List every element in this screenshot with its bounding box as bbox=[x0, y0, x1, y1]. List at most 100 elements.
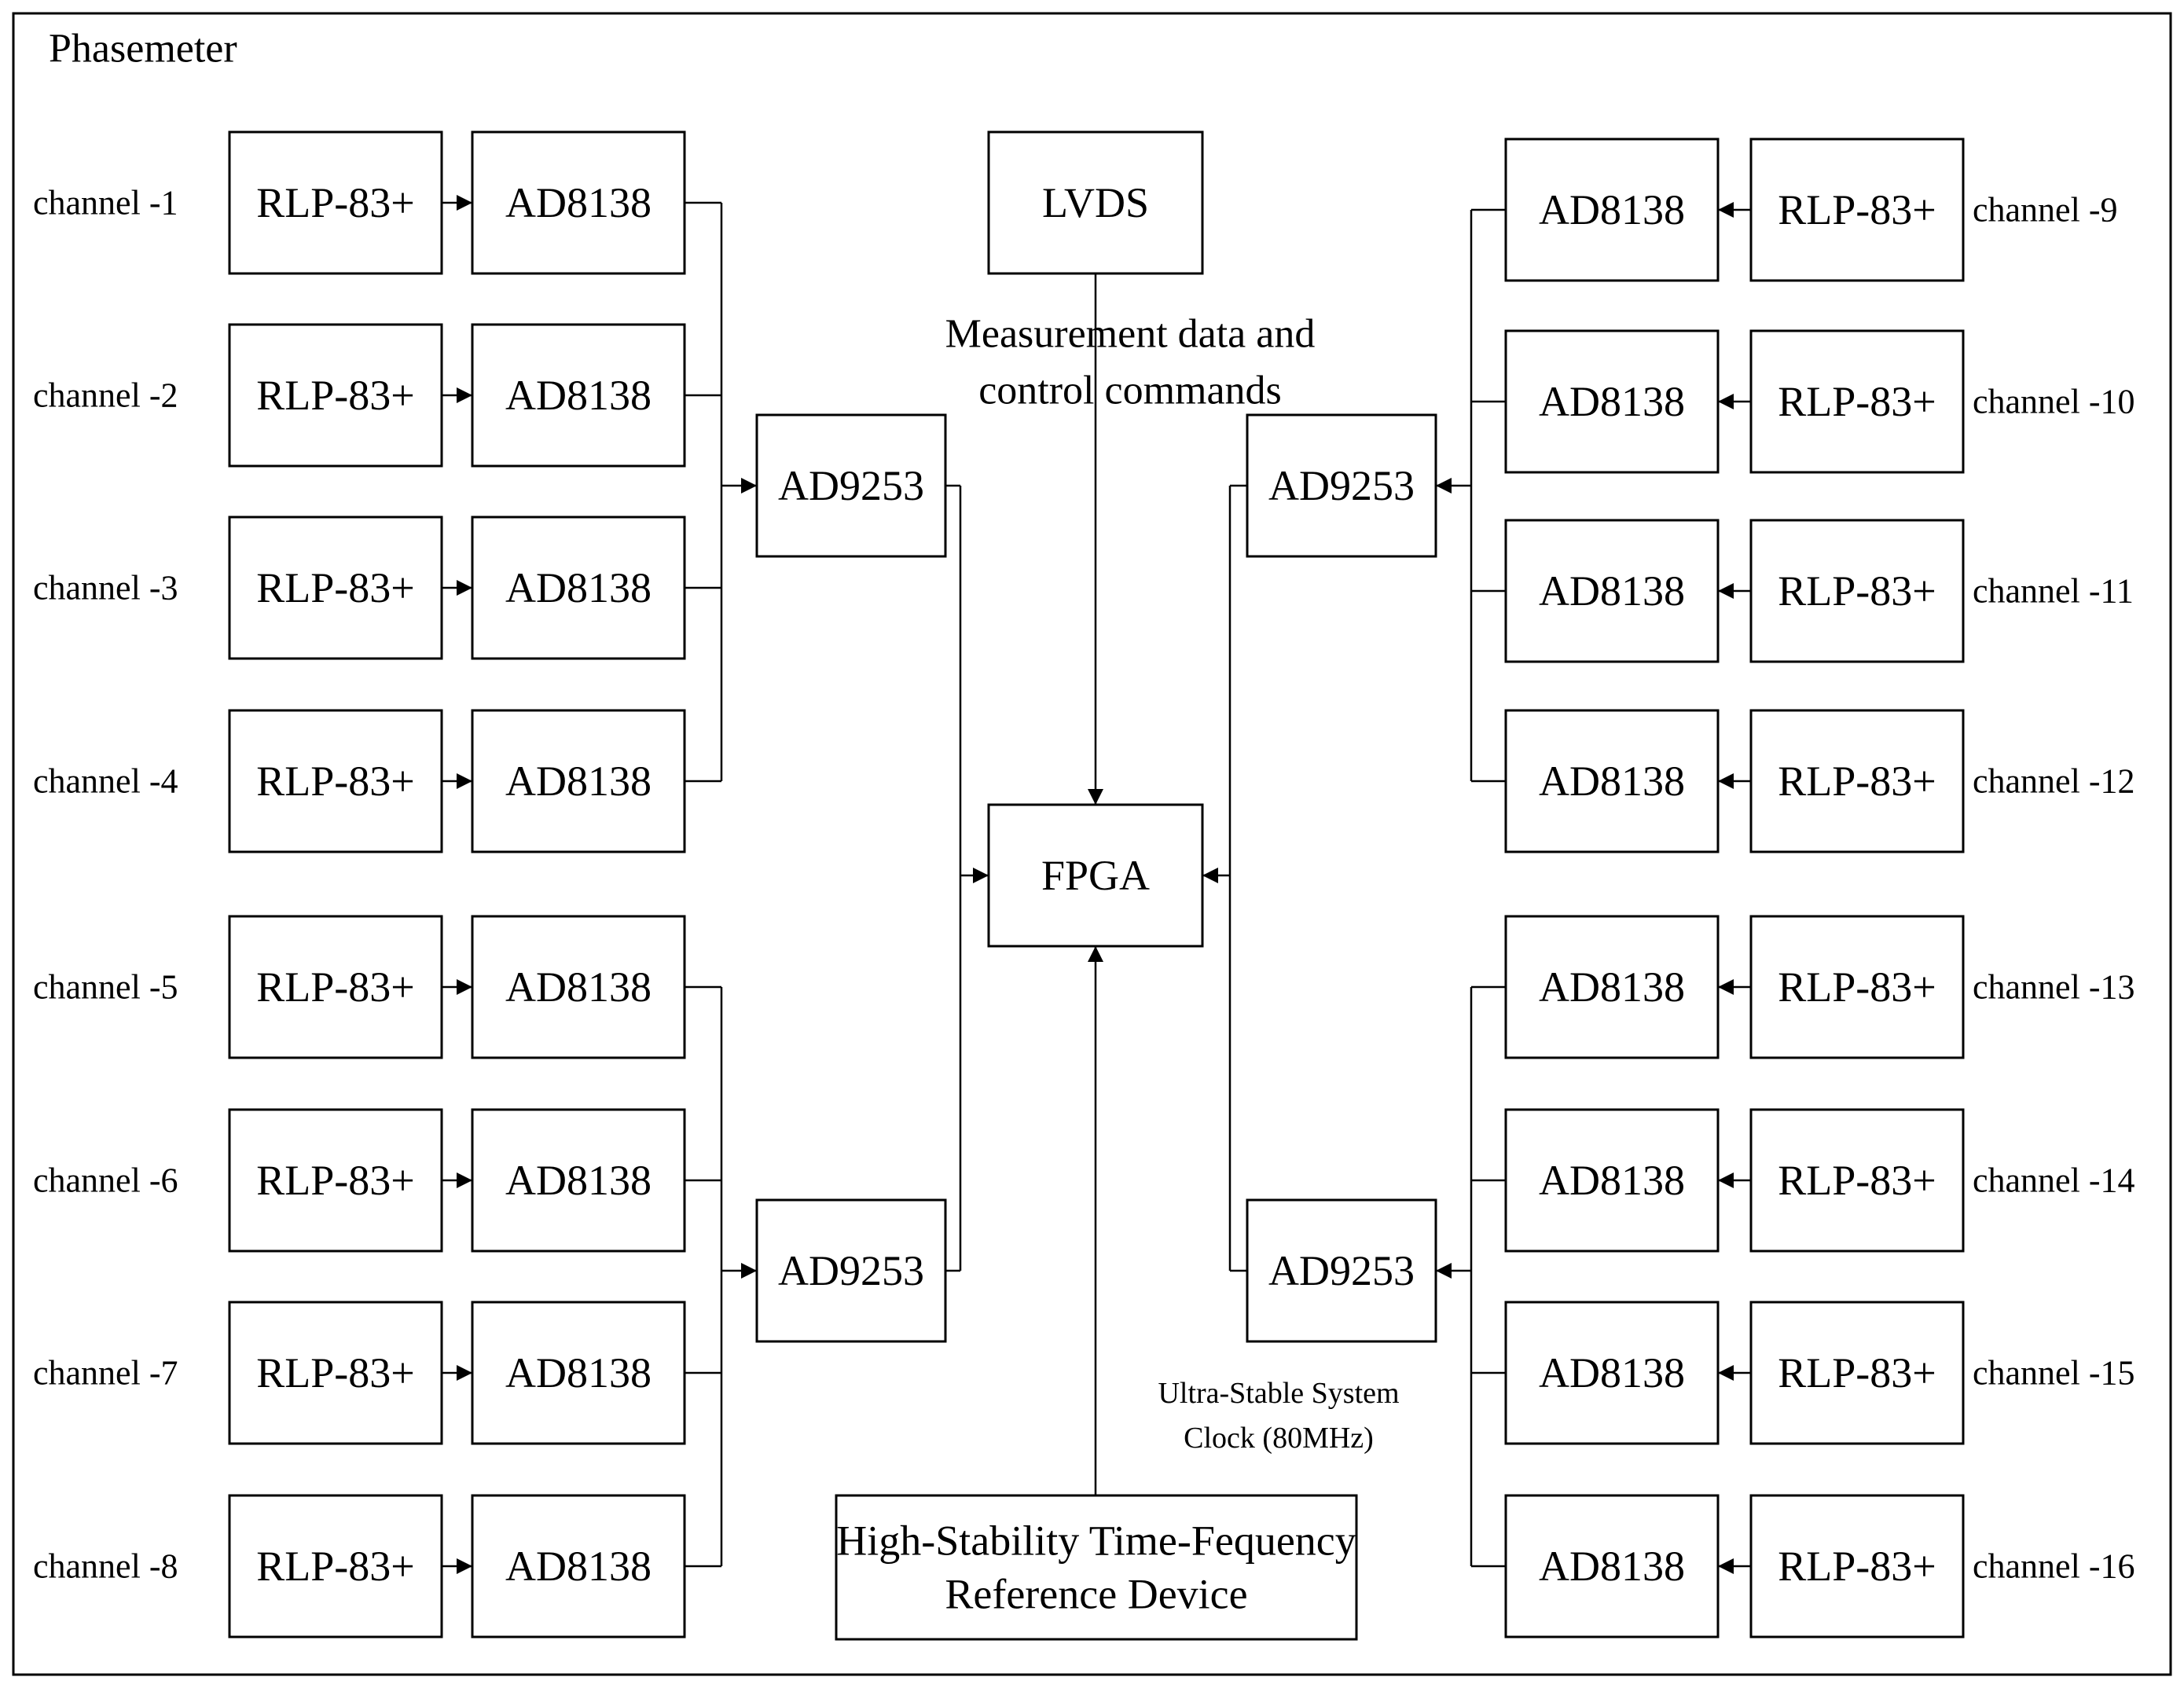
right-filter-10-outline bbox=[1749, 329, 1965, 474]
channel-label-15: channel -15 bbox=[1973, 1354, 2134, 1393]
left-driver-1: AD8138 bbox=[471, 130, 686, 275]
left-filter-6: RLP-83+ bbox=[228, 1108, 443, 1253]
fpga-block-label: FPGA bbox=[1041, 852, 1150, 899]
right-filter-10: RLP-83+ bbox=[1749, 329, 1965, 474]
right-driver-12-label: AD8138 bbox=[1539, 758, 1685, 805]
right-driver-16-label: AD8138 bbox=[1539, 1543, 1685, 1590]
left-filter-7: RLP-83+ bbox=[228, 1301, 443, 1445]
left-driver-7: AD8138 bbox=[471, 1301, 686, 1445]
left-filter-1: RLP-83+ bbox=[228, 130, 443, 275]
lvds-link-label-line1: Measurement data and bbox=[945, 312, 1316, 357]
lvds-block: LVDS bbox=[987, 130, 1204, 275]
right-driver-11-outline bbox=[1504, 519, 1720, 663]
left-driver-8-label: AD8138 bbox=[505, 1543, 652, 1590]
right-driver-15: AD8138 bbox=[1504, 1301, 1720, 1445]
right-filter-11-outline bbox=[1749, 519, 1965, 663]
lvds-link-annotation: Measurement data and control commands bbox=[945, 312, 1316, 413]
left-filter-1-outline bbox=[228, 130, 443, 275]
right-driver-13-label: AD8138 bbox=[1539, 963, 1685, 1011]
left-driver-7-outline bbox=[471, 1301, 686, 1445]
left-driver-4-label: AD8138 bbox=[505, 758, 652, 805]
right-adc-top-label: AD9253 bbox=[1268, 462, 1415, 509]
right-filter-14: RLP-83+ bbox=[1749, 1108, 1965, 1253]
right-driver-16: AD8138 bbox=[1504, 1494, 1720, 1638]
channel-label-12: channel -12 bbox=[1973, 762, 2134, 801]
left-driver-1-outline bbox=[471, 130, 686, 275]
left-filter-2-outline bbox=[228, 323, 443, 468]
left-driver-2-label: AD8138 bbox=[505, 372, 652, 419]
left-driver-1-label: AD8138 bbox=[505, 179, 652, 226]
left-driver-2-outline bbox=[471, 323, 686, 468]
left-filter-8: RLP-83+ bbox=[228, 1494, 443, 1638]
left-driver-7-label: AD8138 bbox=[505, 1349, 652, 1396]
right-adc-top: AD9253 bbox=[1246, 413, 1437, 558]
blocks: RLP-83+AD8138RLP-83+AD8138RLP-83+AD8138R… bbox=[228, 130, 1965, 1641]
right-filter-13-outline bbox=[1749, 915, 1965, 1059]
left-driver-5-label: AD8138 bbox=[505, 963, 652, 1011]
phasemeter-frame bbox=[12, 12, 2172, 1676]
left-adc-top: AD9253 bbox=[755, 413, 947, 558]
left-filter-6-outline bbox=[228, 1108, 443, 1253]
right-filter-11-label: RLP-83+ bbox=[1778, 567, 1936, 615]
right-filter-15-label: RLP-83+ bbox=[1778, 1349, 1936, 1396]
channel-label-14: channel -14 bbox=[1973, 1161, 2134, 1200]
left-filter-3: RLP-83+ bbox=[228, 516, 443, 660]
clock-label-line1: Ultra-Stable System bbox=[1158, 1377, 1399, 1410]
right-driver-12-outline bbox=[1504, 709, 1720, 853]
left-driver-6-label: AD8138 bbox=[505, 1157, 652, 1204]
left-filter-8-label: RLP-83+ bbox=[256, 1543, 414, 1590]
left-filter-5-outline bbox=[228, 915, 443, 1059]
phasemeter-title: Phasemeter bbox=[49, 27, 237, 72]
channel-label-10: channel -10 bbox=[1973, 383, 2134, 421]
left-adc-bottom: AD9253 bbox=[755, 1198, 947, 1343]
right-adc-top-outline bbox=[1246, 413, 1437, 558]
left-driver-4-outline bbox=[471, 709, 686, 853]
right-driver-9: AD8138 bbox=[1504, 138, 1720, 282]
right-adc-bottom-label: AD9253 bbox=[1268, 1247, 1415, 1294]
left-filter-4: RLP-83+ bbox=[228, 709, 443, 853]
right-driver-10: AD8138 bbox=[1504, 329, 1720, 474]
left-filter-5: RLP-83+ bbox=[228, 915, 443, 1059]
right-filter-16-outline bbox=[1749, 1494, 1965, 1638]
reference-device-block-label-line1: High-Stability Time-Fequency bbox=[836, 1517, 1356, 1565]
left-filter-6-label: RLP-83+ bbox=[256, 1157, 414, 1204]
channel-label-4: channel -4 bbox=[33, 762, 178, 801]
left-driver-4: AD8138 bbox=[471, 709, 686, 853]
right-driver-14: AD8138 bbox=[1504, 1108, 1720, 1253]
right-driver-10-label: AD8138 bbox=[1539, 378, 1685, 425]
fpga-block: FPGA bbox=[987, 803, 1204, 948]
right-driver-14-label: AD8138 bbox=[1539, 1157, 1685, 1204]
left-driver-3-outline bbox=[471, 516, 686, 660]
reference-device-block-label-line2: Reference Device bbox=[945, 1571, 1247, 1618]
left-driver-8: AD8138 bbox=[471, 1494, 686, 1638]
left-driver-2: AD8138 bbox=[471, 323, 686, 468]
left-filter-4-outline bbox=[228, 709, 443, 853]
left-filter-3-outline bbox=[228, 516, 443, 660]
right-driver-13-outline bbox=[1504, 915, 1720, 1059]
left-filter-4-label: RLP-83+ bbox=[256, 758, 414, 805]
right-driver-16-outline bbox=[1504, 1494, 1720, 1638]
lvds-link-label-line2: control commands bbox=[978, 369, 1282, 413]
right-driver-15-label: AD8138 bbox=[1539, 1349, 1685, 1396]
right-filter-12-outline bbox=[1749, 709, 1965, 853]
channel-label-3: channel -3 bbox=[33, 569, 178, 607]
right-driver-11-label: AD8138 bbox=[1539, 567, 1685, 615]
right-adc-bottom: AD9253 bbox=[1246, 1198, 1437, 1343]
left-driver-5: AD8138 bbox=[471, 915, 686, 1059]
channel-label-8: channel -8 bbox=[33, 1547, 178, 1586]
right-driver-11: AD8138 bbox=[1504, 519, 1720, 663]
left-filter-5-label: RLP-83+ bbox=[256, 963, 414, 1011]
channel-label-2: channel -2 bbox=[33, 376, 178, 415]
right-filter-13-label: RLP-83+ bbox=[1778, 963, 1936, 1011]
left-driver-6-outline bbox=[471, 1108, 686, 1253]
left-driver-6: AD8138 bbox=[471, 1108, 686, 1253]
channel-label-5: channel -5 bbox=[33, 968, 178, 1007]
right-adc-bottom-outline bbox=[1246, 1198, 1437, 1343]
channel-label-7: channel -7 bbox=[33, 1354, 178, 1393]
left-filter-1-label: RLP-83+ bbox=[256, 179, 414, 226]
fpga-block-outline bbox=[987, 803, 1204, 948]
left-filter-7-outline bbox=[228, 1301, 443, 1445]
channel-label-6: channel -6 bbox=[33, 1161, 178, 1200]
right-filter-15-outline bbox=[1749, 1301, 1965, 1445]
